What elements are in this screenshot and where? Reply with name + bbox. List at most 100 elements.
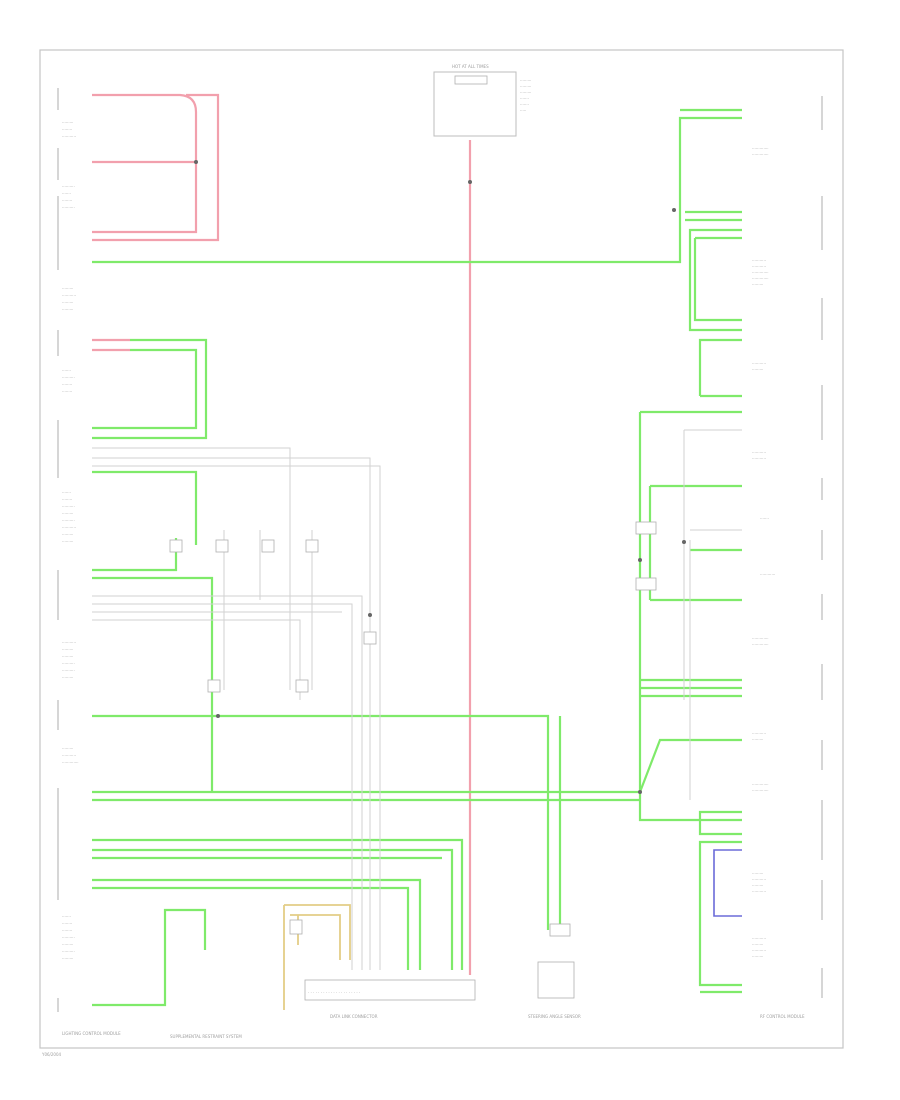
svg-text:·············: ············· [752,146,769,151]
svg-text:···········: ··········· [752,258,766,263]
splice-dots [194,160,686,794]
svg-text:·········: ········· [752,942,763,947]
red-top-left [92,93,198,164]
label-dlc: DATA LINK CONNECTOR [330,1014,378,1019]
green-bus-3 [92,838,464,970]
svg-text:···········: ··········· [752,450,766,455]
left-module-text: ···························· ···········… [62,120,79,961]
svg-text:·············: ············· [752,276,769,281]
svg-text:··········: ·········· [62,504,75,509]
svg-text:·············: ············· [752,788,769,793]
svg-text:········: ········ [62,127,72,132]
svg-text:·········: ········· [62,532,73,537]
svg-text:········: ········ [62,198,72,203]
svg-text:········: ········ [62,921,72,926]
svg-text:·········: ········· [752,883,763,888]
green-bus-4 [92,848,454,970]
gray-wires-3 [92,619,301,700]
svg-text:·······: ······· [760,516,769,521]
svg-text:·········: ········· [62,539,73,544]
svg-text:··········: ·········· [62,949,75,954]
label-rf-module: RF CONTROL MODULE [760,1014,805,1019]
green-left-mid-1 [92,338,208,440]
svg-text:·········: ········· [520,90,531,95]
label-steering: STEERING ANGLE SENSOR [528,1014,581,1019]
svg-text:·········: ········· [752,367,763,372]
green-ecm-1 [92,538,178,572]
svg-text:···········: ··········· [62,640,76,645]
svg-text:········: ········ [62,928,72,933]
connector-pairs [169,521,657,937]
svg-text:··········: ·········· [62,184,75,189]
green-right-bus-1 [685,210,742,332]
gray-wires-5 [223,530,313,690]
svg-text:·········: ········· [62,307,73,312]
svg-text:·····: ····· [520,108,526,113]
green-right-h5 [638,738,742,793]
gray-wires-1 [92,447,381,970]
svg-text:·········: ········· [62,300,73,305]
green-right-h2 [640,678,742,698]
svg-text:·········: ········· [752,871,763,876]
svg-text:············: ············ [760,572,775,577]
green-ecm-2 [92,576,214,690]
svg-text:··········: ·········· [62,668,75,673]
svg-text:···········: ··········· [62,753,76,758]
svg-text:··········: ·········· [62,375,75,380]
green-right-h1 [650,484,742,602]
steering-module [537,961,575,999]
svg-text:···········: ··········· [752,456,766,461]
green-right-h7 [698,840,742,987]
green-right-vertical-1 [638,412,742,822]
svg-text:·············: ············· [62,760,79,765]
svg-text:·······: ······· [520,102,529,107]
gray-wires-2 [92,595,363,970]
svg-text:·······: ······· [520,96,529,101]
green-bus-6 [92,886,410,970]
ecm-connector [304,979,476,1001]
svg-text:···········: ··········· [752,361,766,366]
svg-text:·······: ······· [62,368,71,373]
svg-text:···········: ··········· [752,936,766,941]
svg-text:·········: ········· [62,942,73,947]
svg-text:·········: ········· [62,654,73,659]
svg-text:···········: ··········· [752,264,766,269]
red-pair-left [92,338,130,352]
label-corner: Y06/2004 [41,1052,62,1057]
green-right-h4 [698,338,742,398]
svg-text:· · · · · · · · · · · · · · ·: · · · · · · · · · · · · · · · · · · · · … [308,990,360,995]
svg-text:···········: ··········· [752,877,766,882]
yellow-wires [283,904,351,1010]
svg-text:··········: ·········· [62,205,75,210]
svg-text:···········: ··········· [752,731,766,736]
green-tcm-1 [92,714,550,930]
red-top-loop [92,93,220,242]
svg-text:·············: ············· [752,270,769,275]
svg-text:··········: ·········· [62,935,75,940]
svg-text:·············: ············· [752,636,769,641]
svg-text:········: ········ [62,382,72,387]
svg-text:·········: ········· [62,647,73,652]
svg-text:·······: ······· [62,490,71,495]
svg-text:·········: ········· [752,282,763,287]
green-right-bus-2 [693,236,742,322]
green-bottom-left [92,908,207,1007]
svg-text:·········: ········· [62,511,73,516]
label-srs: SUPPLEMENTAL RESTRAINT SYSTEM [170,1034,242,1039]
ecm-pins: · · · · · · · · · · · · · · · · · · · · … [308,990,360,995]
svg-text:·········: ········· [520,84,531,89]
green-top-horizontal [92,116,742,264]
svg-text:·············: ············· [752,152,769,157]
green-bus-5 [92,878,422,970]
diagram-frame [39,49,844,1049]
svg-text:·········: ········· [62,120,73,125]
svg-text:·············: ············· [752,642,769,647]
gray-wires-4 [683,429,742,800]
svg-text:··········: ·········· [62,661,75,666]
svg-text:········: ········ [62,497,72,502]
svg-text:·······: ······· [62,914,71,919]
svg-text:·········: ········· [752,737,763,742]
fuse-box-inner [454,75,488,85]
svg-text:·········: ········· [62,286,73,291]
